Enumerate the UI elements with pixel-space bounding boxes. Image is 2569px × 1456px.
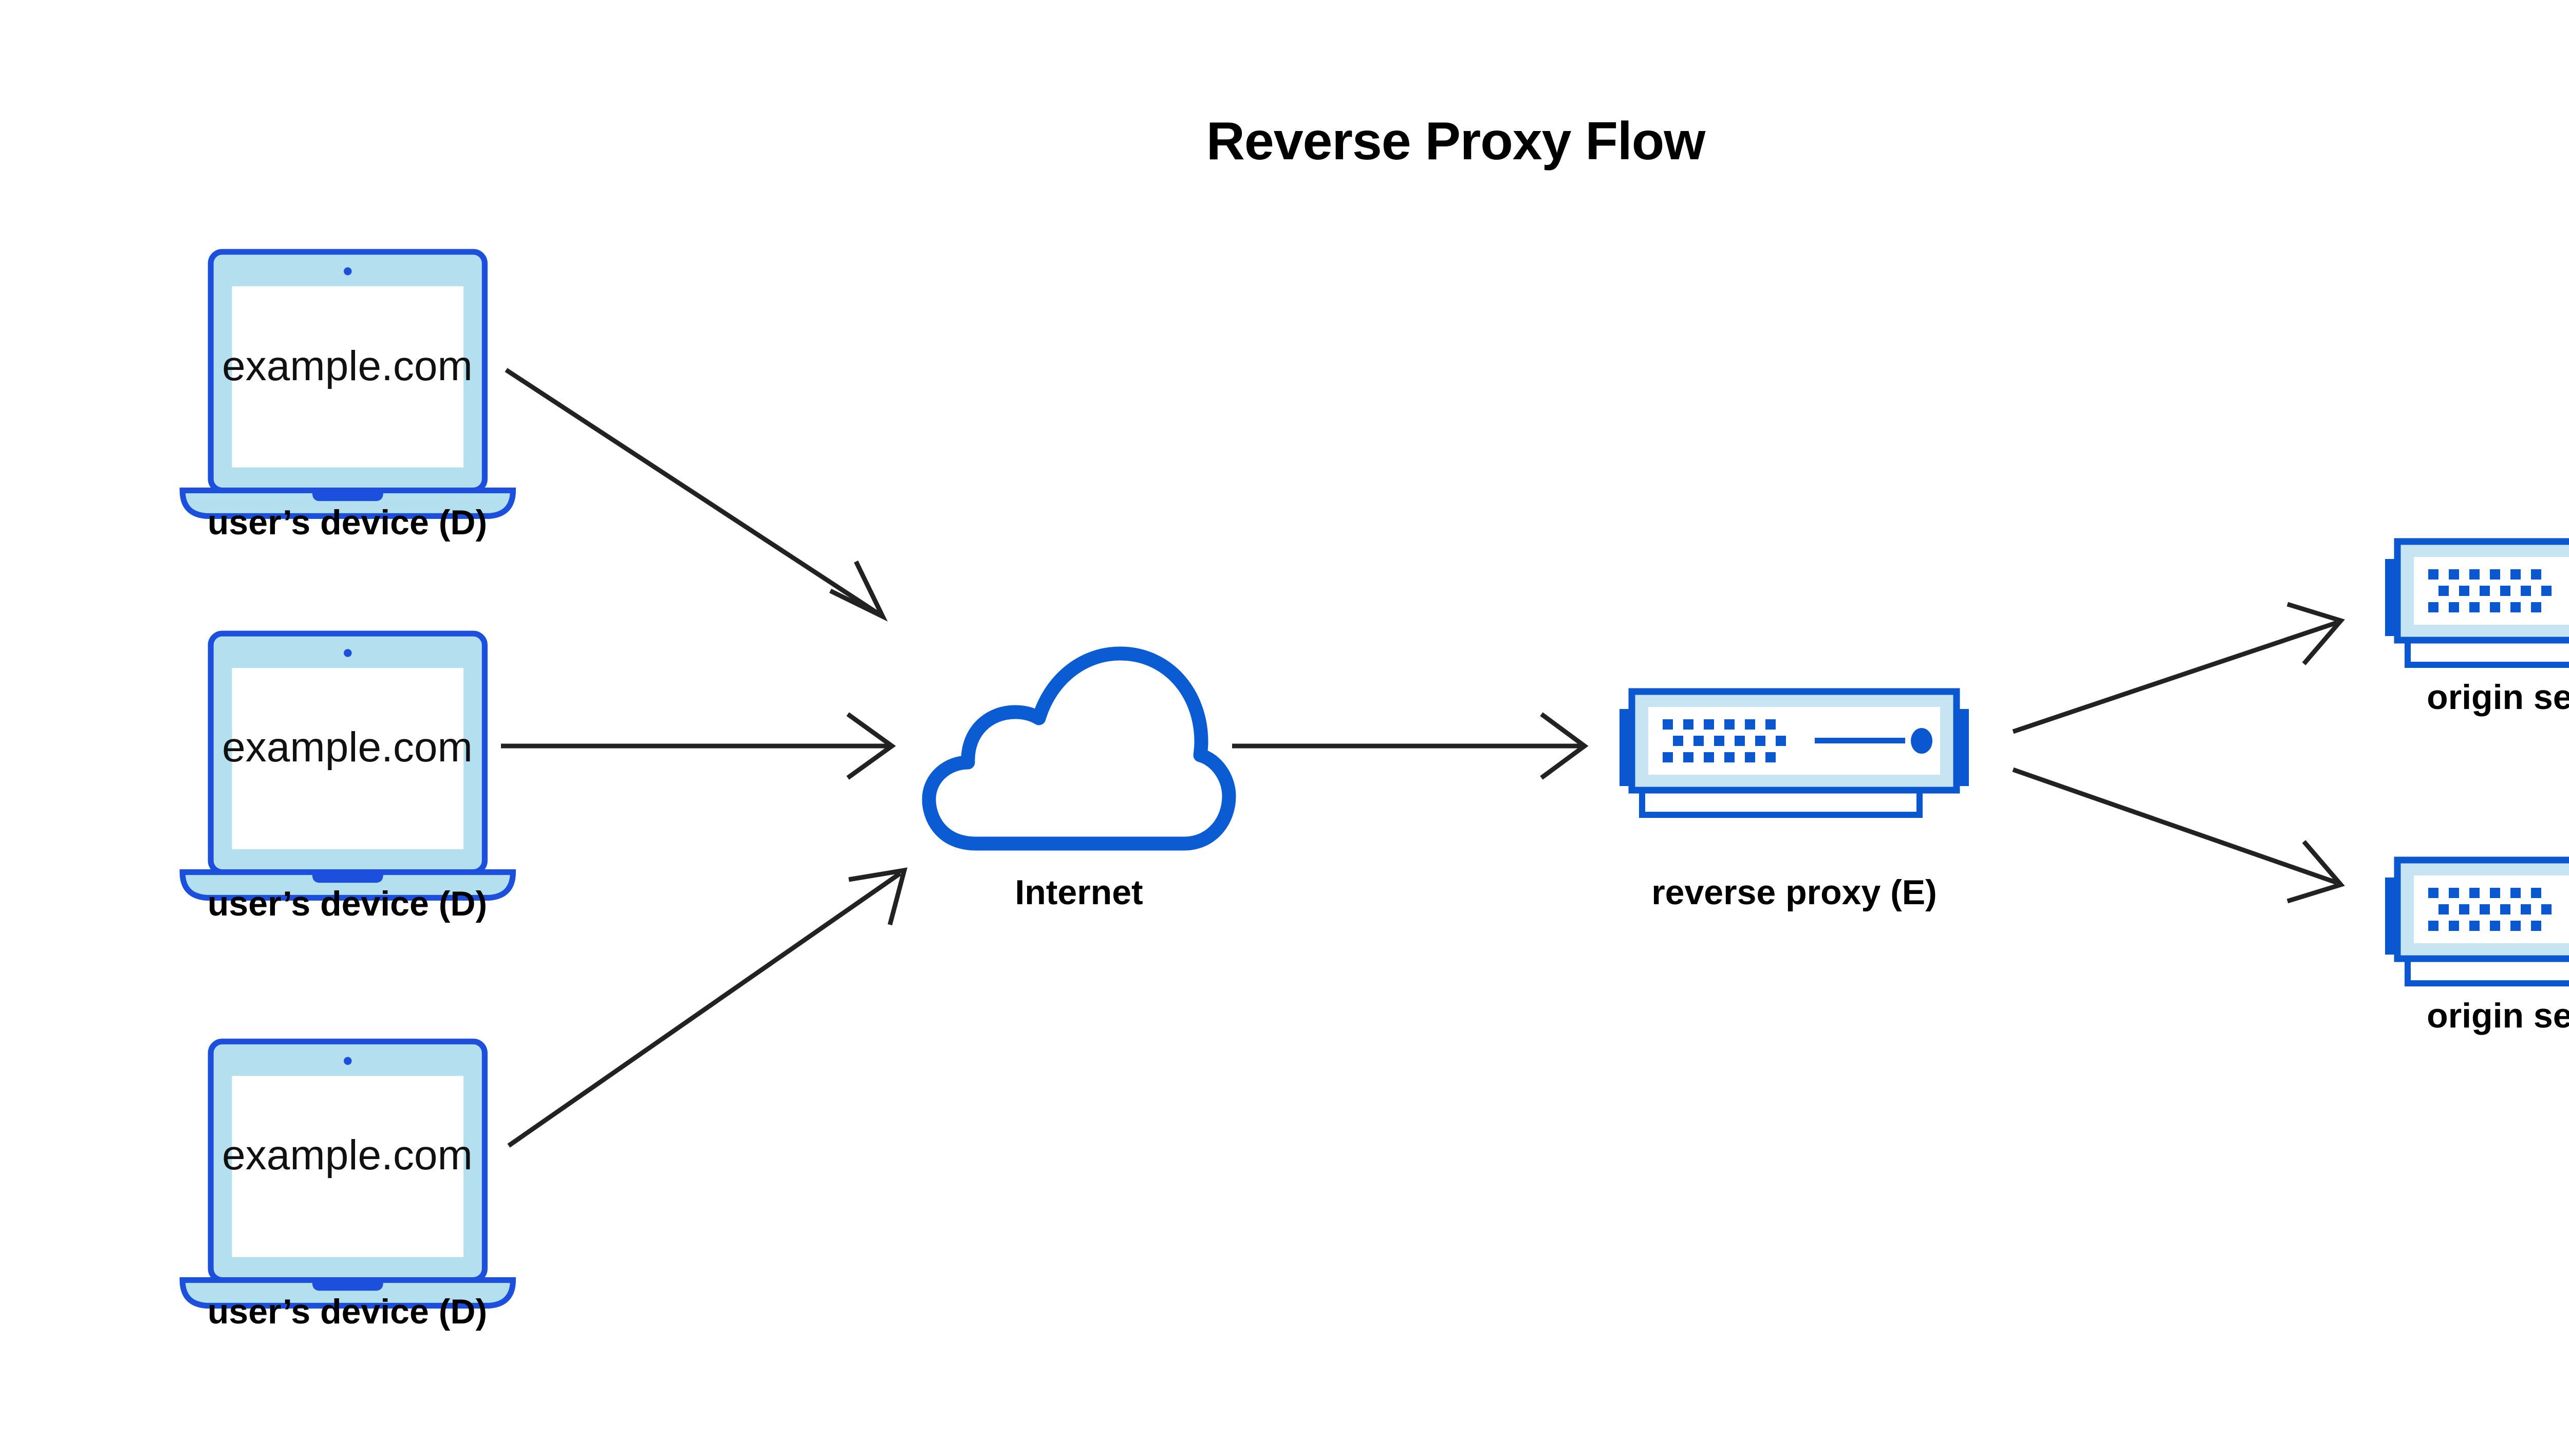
server-icon — [2385, 542, 2569, 665]
edge-internet-proxy — [1232, 712, 1589, 780]
device-middle-screen-text: example.com — [222, 724, 473, 771]
node-origin-bottom[interactable]: origin server (F) — [2385, 860, 2569, 1035]
device-middle-label: user’s device (D) — [208, 884, 487, 923]
edge-device-bottom-internet — [507, 867, 908, 1148]
origin-bottom-label: origin server (F) — [2427, 996, 2569, 1035]
node-device-top[interactable]: example.com user’s device (D) — [182, 252, 513, 542]
node-reverse-proxy[interactable]: reverse proxy (E) — [1619, 692, 1969, 912]
node-device-middle[interactable]: example.com user’s device (D) — [182, 633, 513, 923]
device-bottom-screen-text: example.com — [222, 1132, 473, 1179]
device-top-label: user’s device (D) — [208, 503, 487, 542]
device-bottom-label: user’s device (D) — [208, 1292, 487, 1331]
internet-label: Internet — [1015, 873, 1143, 912]
page-title: Reverse Proxy Flow — [1206, 111, 1706, 171]
origin-top-label: origin server (F) — [2427, 678, 2569, 717]
node-internet[interactable]: Internet — [929, 654, 1229, 912]
edge-proxy-origin-bottom — [2012, 767, 2345, 904]
cloud-icon — [929, 654, 1229, 844]
node-origin-top[interactable]: origin server (F) — [2385, 542, 2569, 717]
server-icon — [1619, 692, 1969, 815]
node-device-bottom[interactable]: example.com user’s device (D) — [182, 1041, 513, 1331]
edge-device-top-internet — [505, 368, 888, 622]
reverse-proxy-label: reverse proxy (E) — [1651, 873, 1937, 912]
device-top-screen-text: example.com — [222, 343, 473, 389]
edge-proxy-origin-top — [2012, 602, 2345, 734]
edge-device-middle-internet — [501, 712, 896, 780]
server-icon — [2385, 860, 2569, 983]
